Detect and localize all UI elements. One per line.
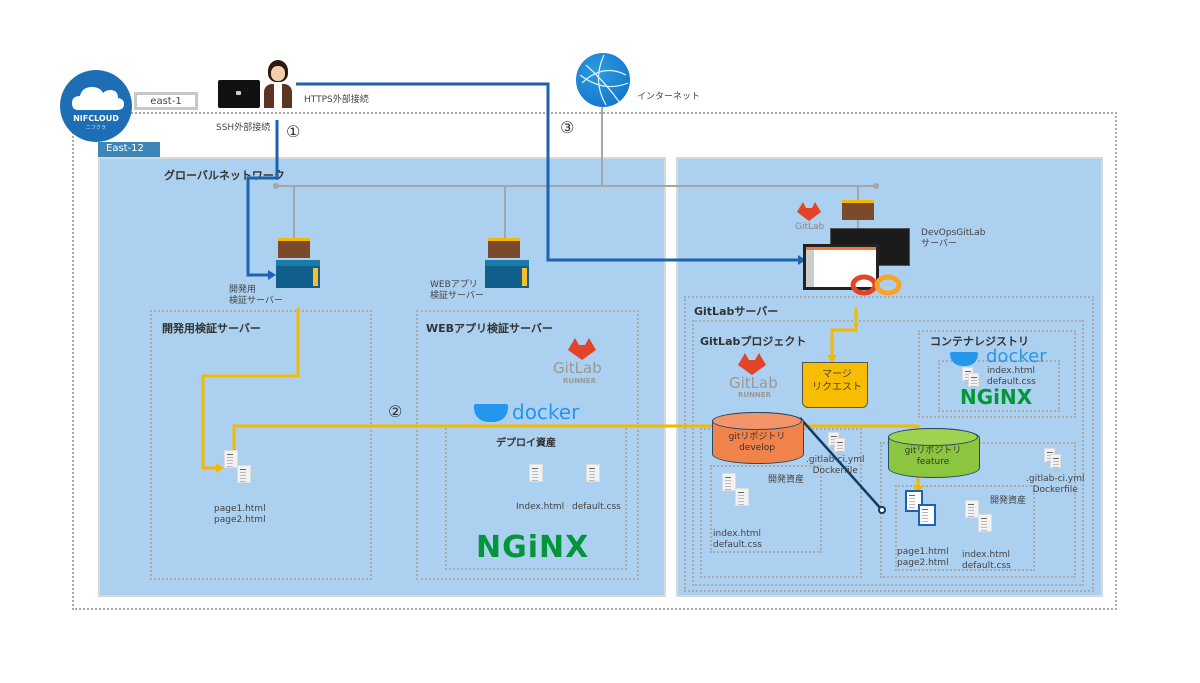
web-server-label: WEBアプリ 検証サーバー xyxy=(430,280,484,301)
merge-request-doc xyxy=(802,362,868,408)
dev-files-label: page1.html page2.html xyxy=(214,504,266,525)
file-icon xyxy=(237,465,251,483)
step-3: ③ xyxy=(560,118,575,137)
firewall-icon xyxy=(278,238,310,258)
index-html-label: Index.html xyxy=(516,502,565,512)
gitlab-server-box xyxy=(684,296,1094,592)
internet-label: インターネット xyxy=(637,92,701,102)
gitlab-logo-text: GitLab xyxy=(795,222,825,232)
dev-server-icon xyxy=(276,260,320,288)
https-label: HTTPS外部接続 xyxy=(304,95,369,105)
file-icon xyxy=(586,464,600,482)
left-zone xyxy=(98,157,666,597)
nginx-logo: NGiNX xyxy=(960,385,1033,409)
network-node-left xyxy=(273,183,279,189)
nifcloud-logo: NIFCLOUD ニフクラ xyxy=(60,70,132,142)
ssh-route xyxy=(246,120,279,277)
gitlab-runner-text: GitLab xyxy=(553,359,602,377)
file-icon xyxy=(224,450,238,468)
merge-request-label: マージ リクエスト xyxy=(812,369,862,393)
docker-whale-icon xyxy=(950,352,978,366)
gitlab-project-box xyxy=(692,320,1084,586)
changed-file-icon xyxy=(918,504,936,526)
laptop-icon xyxy=(218,80,260,108)
dev-server-box-title: 開発用検証サーバー xyxy=(162,322,261,335)
nginx-logo: NGiNX xyxy=(476,530,590,565)
dev-server-box xyxy=(150,310,372,580)
file-icon xyxy=(735,488,749,506)
docker-text: docker xyxy=(986,346,1047,367)
step-2: ② xyxy=(388,402,403,421)
step-1: ① xyxy=(286,122,301,141)
https-arrowhead xyxy=(798,255,806,265)
network-node-right xyxy=(873,183,879,189)
user-icon xyxy=(264,60,292,108)
gitlab-runner-sub: RUNNER xyxy=(563,377,596,385)
web-server-box-title: WEBアプリ検証サーバー xyxy=(426,322,553,335)
develop-ci-files-label: .gitlab-ci.yml Dockerfile xyxy=(806,455,865,476)
ssh-arrowhead xyxy=(268,270,276,280)
docker-text: docker xyxy=(512,400,580,424)
feature-assets-title: 開発資産 xyxy=(990,496,1027,506)
cloud-icon xyxy=(72,87,124,110)
gitlab-runner-sub: RUNNER xyxy=(738,391,771,399)
gitlab-server-title: GitLabサーバー xyxy=(694,305,779,318)
deploy-assets-title: デプロイ資産 xyxy=(496,438,556,449)
devops-server-label: DevOpsGitLab サーバー xyxy=(921,228,986,249)
feature-files-label: index.html default.css xyxy=(962,550,1011,571)
default-css-label: default.css xyxy=(572,502,621,512)
web-server-box xyxy=(416,310,639,580)
container-registry-box xyxy=(918,330,1076,418)
merge-arrowhead xyxy=(827,355,837,363)
merge-flow xyxy=(830,308,858,356)
internet-globe-icon xyxy=(576,53,630,107)
provider-name: NIFCLOUD xyxy=(73,114,119,123)
region-tag: east-1 xyxy=(134,92,198,110)
repo-develop-top xyxy=(712,412,802,430)
repo-develop-label: gitリポジトリ develop xyxy=(728,432,786,453)
dev-deploy-arrowhead xyxy=(216,463,224,473)
gitlab-project-title: GitLabプロジェクト xyxy=(700,335,807,348)
region-label: east-1 xyxy=(150,96,182,107)
file-icon xyxy=(1050,454,1061,468)
registry-inner-box xyxy=(938,360,1060,412)
zone-label: East-12 xyxy=(106,143,144,154)
file-icon xyxy=(834,438,845,452)
ssh-label: SSH外部接続 xyxy=(216,123,271,133)
feature-assets-box xyxy=(895,485,1035,571)
monitor-icon xyxy=(803,244,879,290)
file-icon xyxy=(968,373,979,387)
firewall-icon xyxy=(488,238,520,258)
develop-assets-title: 開発資産 xyxy=(768,475,805,485)
file-icon xyxy=(965,500,979,518)
https-route xyxy=(296,82,798,262)
region-east-1-boundary xyxy=(72,112,1117,610)
registry-files-label: index.html default.css xyxy=(987,366,1036,387)
branch-link xyxy=(799,417,883,511)
feature-ci-files-label: .gitlab-ci.yml Dockerfile xyxy=(1026,474,1085,495)
repo-feature-top xyxy=(888,428,978,446)
repo-feature-label: gitリポジトリ feature xyxy=(904,446,962,467)
zone-tab: East-12 xyxy=(98,142,160,157)
gitlab-runner-text: GitLab xyxy=(729,374,778,392)
file-icon xyxy=(978,514,992,532)
file-icon xyxy=(529,464,543,482)
provider-sub: ニフクラ xyxy=(85,125,106,131)
develop-assets-box xyxy=(710,465,822,553)
firewall-icon xyxy=(842,200,874,220)
dev-deploy-flow xyxy=(201,308,300,470)
dev-server-label: 開発用 検証サーバー xyxy=(229,285,283,306)
docker-whale-icon xyxy=(474,404,508,422)
web-server-icon xyxy=(485,260,529,288)
file-icon xyxy=(722,473,736,491)
feature-pages-label: page1.html page2.html xyxy=(897,547,949,568)
develop-assets-files: index.html default.css xyxy=(713,529,762,550)
branch-node xyxy=(878,506,886,514)
container-registry-title: コンテナレジストリ xyxy=(930,335,1029,348)
